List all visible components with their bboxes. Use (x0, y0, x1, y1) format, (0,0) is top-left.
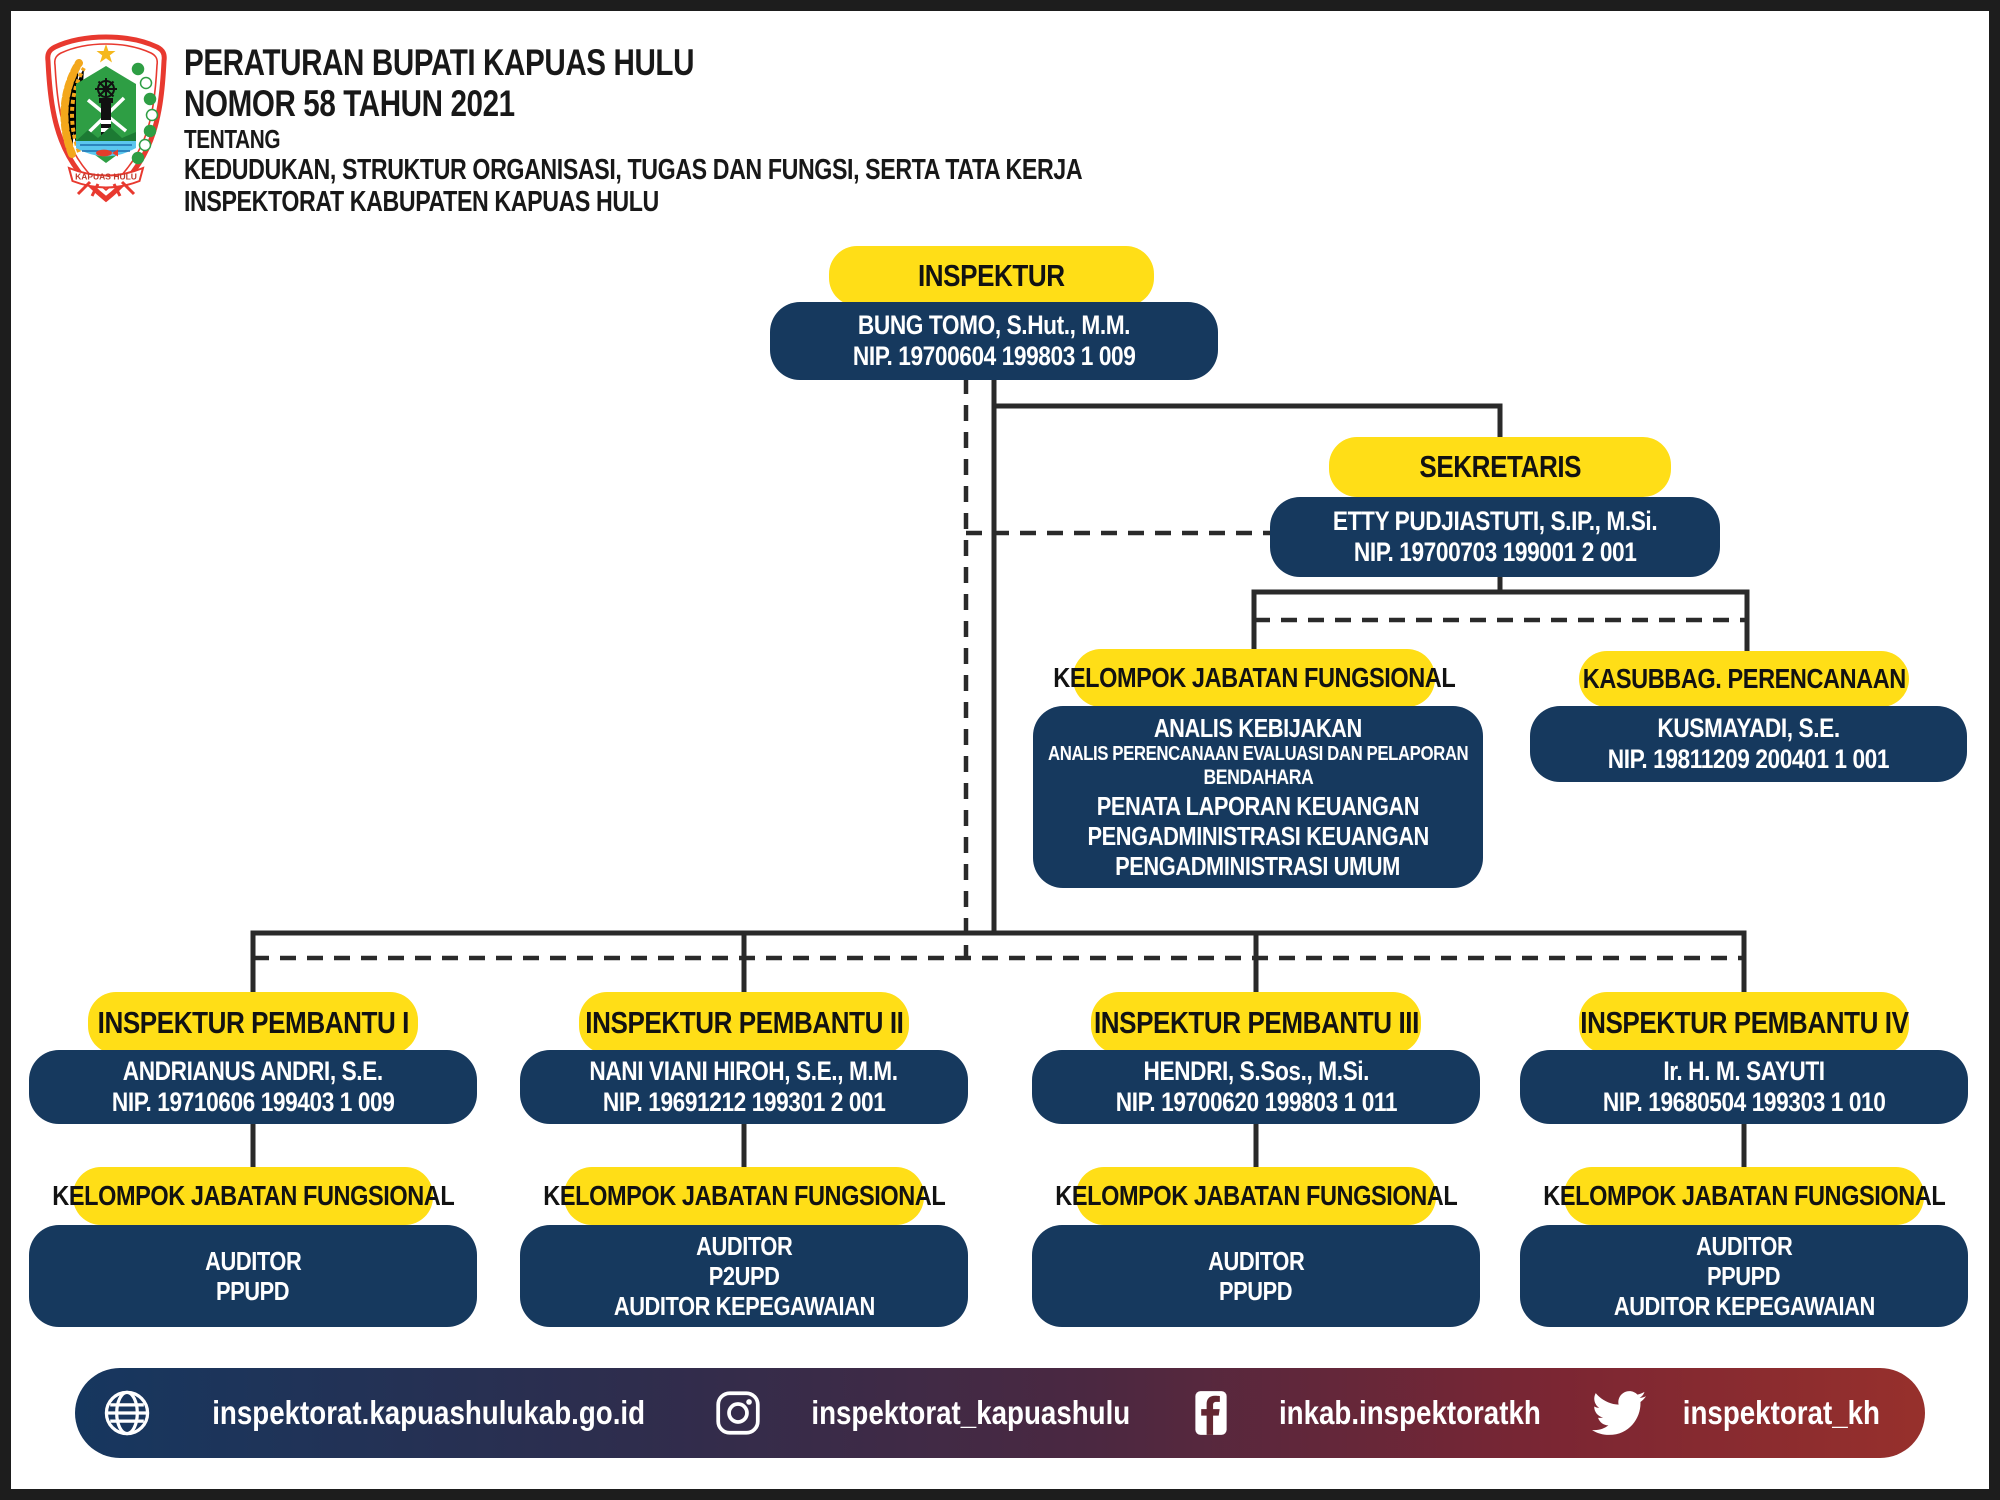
kjf-member: PENGADMINISTRASI UMUM (1115, 850, 1401, 881)
irban1-name: ANDRIANUS ANDRI, S.E. (122, 1055, 384, 1086)
irban4-name: Ir. H. M. SAYUTI (1663, 1055, 1825, 1086)
node-irban1: ANDRIANUS ANDRI, S.E. NIP. 19710606 1994… (29, 1050, 477, 1124)
irban4-nip: NIP. 19680504 199303 1 010 (1602, 1087, 1886, 1117)
footer-website-text: inspektorat.kapuashulukab.go.id (212, 1394, 646, 1431)
node-irban4-kjf: AUDITOR PPUPD AUDITOR KEPEGAWAIAN (1520, 1225, 1968, 1327)
seal-ribbon-bow (76, 180, 136, 197)
kjf-member: PENGADMINISTRASI KEUANGAN (1087, 820, 1429, 851)
dashed-connectors (253, 378, 1747, 961)
header-title-block: PERATURAN BUPATI KAPUAS HULU NOMOR 58 TA… (184, 42, 1083, 218)
node-irban4-title: INSPEKTUR PEMBANTU IV (1579, 992, 1909, 1054)
node-irban2-title: INSPEKTUR PEMBANTU II (579, 992, 909, 1054)
node-inspektur-title: INSPEKTUR (829, 246, 1154, 306)
footer-instagram-text: inspektorat_kapuashulu (810, 1394, 1130, 1431)
kapuas-hulu-seal-logo: KAPUAS HULU (45, 34, 167, 203)
kjf-member: PPUPD (1219, 1276, 1293, 1306)
header-line-1: PERATURAN BUPATI KAPUAS HULU (184, 42, 695, 83)
instagram-icon (715, 1391, 760, 1435)
irban2-name: NANI VIANI HIROH, S.E., M.M. (589, 1055, 899, 1086)
footer-website-link[interactable]: inspektorat.kapuashulukab.go.id (101, 1387, 686, 1439)
footer-social-bar: inspektorat.kapuashulukab.go.id inspekto… (75, 1368, 1925, 1458)
node-irban2-kjf: AUDITOR P2UPD AUDITOR KEPEGAWAIAN (520, 1225, 968, 1327)
node-kjf-sekretariat-title: KELOMPOK JABATAN FUNGSIONAL (1053, 649, 1455, 707)
node-irban3-kjf-title: KELOMPOK JABATAN FUNGSIONAL (1055, 1167, 1457, 1225)
irban2-nip: NIP. 19691212 199301 2 001 (602, 1087, 886, 1117)
kjf-member: ANALIS PERENCANAAN EVALUASI DAN PELAPORA… (1047, 743, 1469, 766)
kjf-member: AUDITOR (1695, 1230, 1793, 1261)
node-inspektur: BUNG TOMO, S.Hut., M.M. NIP. 19700604 19… (770, 302, 1218, 380)
inspektur-name: BUNG TOMO, S.Hut., M.M. (857, 309, 1131, 340)
kjf-member: PPUPD (216, 1276, 290, 1306)
seal-fish (96, 149, 112, 157)
kjf-member: P2UPD (708, 1260, 780, 1291)
node-irban1-kjf: AUDITOR PPUPD (29, 1225, 477, 1327)
irban3-name: HENDRI, S.Sos., M.Si. (1143, 1055, 1369, 1086)
kjf-member: AUDITOR (204, 1245, 302, 1276)
kasubbag-nip: NIP. 19811209 200401 1 001 (1607, 744, 1890, 774)
seal-ribbon-text: KAPUAS HULU (75, 172, 137, 182)
node-irban2-kjf-title: KELOMPOK JABATAN FUNGSIONAL (543, 1167, 945, 1225)
node-irban3-title: INSPEKTUR PEMBANTU III (1091, 992, 1421, 1054)
seal-fish-tail (112, 149, 118, 157)
kjf-member: AUDITOR KEPEGAWAIAN (1613, 1291, 1875, 1322)
seal-lighthouse (99, 98, 113, 138)
header-line-3: TENTANG (184, 124, 281, 154)
node-irban4: Ir. H. M. SAYUTI NIP. 19680504 199303 1 … (1520, 1050, 1968, 1124)
seal-vine-right (131, 62, 159, 165)
inspektur-nip: NIP. 19700604 199803 1 009 (852, 341, 1136, 371)
seal-mountains (76, 127, 136, 141)
header-line-5: INSPEKTORAT KABUPATEN KAPUAS HULU (184, 186, 659, 218)
kjf-member: BENDAHARA (1203, 766, 1313, 790)
footer-twitter-link[interactable]: inspektorat_kh (1592, 1386, 1899, 1440)
footer-facebook-link[interactable]: inkab.inspektoratkh (1186, 1388, 1566, 1438)
seal-star (96, 44, 116, 63)
irban3-nip: NIP. 19700620 199803 1 011 (1115, 1087, 1397, 1117)
node-kjf-sekretariat: ANALIS KEBIJAKAN ANALIS PERENCANAAN EVAL… (1033, 706, 1483, 888)
sekretaris-name: ETTY PUDJIASTUTI, S.IP., M.Si. (1332, 505, 1658, 536)
node-irban3: HENDRI, S.Sos., M.Si. NIP. 19700620 1998… (1032, 1050, 1480, 1124)
node-irban1-kjf-title: KELOMPOK JABATAN FUNGSIONAL (52, 1167, 454, 1225)
node-irban4-kjf-title: KELOMPOK JABATAN FUNGSIONAL (1543, 1167, 1945, 1225)
irban1-nip: NIP. 19710606 199403 1 009 (111, 1087, 395, 1117)
kjf-member: AUDITOR (695, 1230, 793, 1261)
node-irban2: NANI VIANI HIROH, S.E., M.M. NIP. 196912… (520, 1050, 968, 1124)
facebook-icon (1195, 1391, 1227, 1435)
node-sekretaris-title: SEKRETARIS (1329, 437, 1671, 497)
footer-twitter-text: inspektorat_kh (1682, 1394, 1881, 1431)
header-line-2: NOMOR 58 TAHUN 2021 (184, 83, 515, 124)
kjf-member: PENATA LAPORAN KEUANGAN (1096, 790, 1420, 821)
twitter-icon (1592, 1391, 1647, 1435)
node-sekretaris: ETTY PUDJIASTUTI, S.IP., M.Si. NIP. 1970… (1270, 497, 1720, 577)
header-line-4: KEDUDUKAN, STRUKTUR ORGANISASI, TUGAS DA… (184, 154, 1083, 186)
kjf-member: PPUPD (1707, 1260, 1781, 1291)
node-kasubbag-title: KASUBBAG. PERENCANAAN (1579, 651, 1909, 707)
kjf-member: ANALIS KEBIJAKAN (1153, 712, 1363, 743)
footer-facebook-text: inkab.inspektoratkh (1279, 1394, 1542, 1431)
node-irban3-kjf: AUDITOR PPUPD (1032, 1225, 1480, 1327)
sekretaris-nip: NIP. 19700703 199001 2 001 (1353, 537, 1637, 567)
globe-icon (104, 1390, 150, 1436)
seal-ship-wheel (95, 78, 117, 100)
node-kasubbag: KUSMAYADI, S.E. NIP. 19811209 200401 1 0… (1530, 706, 1967, 782)
kasubbag-name: KUSMAYADI, S.E. (1657, 712, 1840, 743)
kjf-member: AUDITOR KEPEGAWAIAN (613, 1291, 875, 1322)
kjf-member: AUDITOR (1207, 1245, 1305, 1276)
footer-instagram-link[interactable]: inspektorat_kapuashulu (713, 1388, 1161, 1438)
node-irban1-title: INSPEKTUR PEMBANTU I (88, 992, 418, 1054)
